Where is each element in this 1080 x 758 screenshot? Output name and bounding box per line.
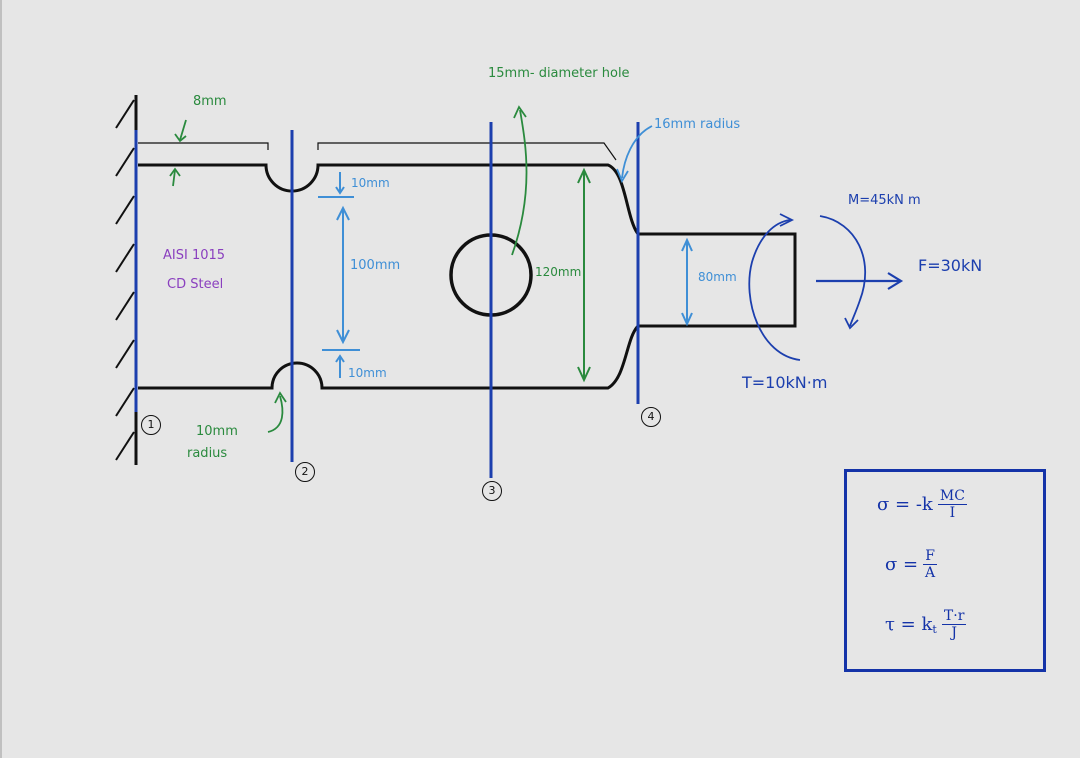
formula-axial: σ = F A bbox=[885, 548, 937, 581]
material-grade-label: CD Steel bbox=[167, 277, 224, 292]
section-marker-2: 2 bbox=[295, 462, 315, 482]
part-outline bbox=[138, 163, 797, 390]
torque-arrow bbox=[748, 219, 801, 361]
fillet-leader bbox=[267, 395, 284, 433]
width-dim-120 bbox=[577, 167, 591, 383]
thickness-arrows bbox=[169, 119, 187, 187]
hole-leader bbox=[511, 109, 528, 256]
width-120-label: 120mm bbox=[535, 265, 582, 279]
width-100-label: 100mm bbox=[350, 258, 401, 273]
section-marker-3: 3 bbox=[482, 481, 502, 501]
material-label: AISI 1015 bbox=[163, 248, 226, 263]
fillet-radius-value: 10mm bbox=[196, 424, 238, 439]
notch-depth-top-label: 10mm bbox=[351, 176, 390, 190]
shaft-width-dim-80 bbox=[681, 237, 693, 327]
notch-depth-dim-bottom bbox=[322, 349, 360, 378]
hole-label: 15mm- diameter hole bbox=[488, 66, 630, 81]
fillet-radius-word: radius bbox=[187, 446, 228, 461]
radius16-leader bbox=[621, 125, 653, 179]
thickness-edge bbox=[138, 142, 617, 161]
fixed-wall bbox=[115, 95, 138, 465]
force-label: F=30kN bbox=[918, 256, 983, 275]
radius16-label: 16mm radius bbox=[654, 117, 741, 132]
width-dim-100 bbox=[336, 205, 350, 345]
moment-arrow bbox=[819, 215, 867, 327]
thickness-label: 8mm bbox=[193, 94, 227, 109]
section-marker-4: 4 bbox=[641, 407, 661, 427]
formula-box: σ = -k MC I σ = F A τ = kt T·r J bbox=[844, 469, 1046, 672]
notch-depth-bottom-label: 10mm bbox=[348, 366, 387, 380]
formula-torsion: τ = kt T·r J bbox=[885, 608, 967, 641]
width-80-label: 80mm bbox=[698, 270, 737, 284]
torque-label: T=10kN·m bbox=[742, 373, 828, 392]
notch-depth-dim-top bbox=[318, 172, 354, 198]
moment-label: M=45kN m bbox=[848, 193, 921, 208]
section-marker-1: 1 bbox=[141, 415, 161, 435]
formula-bending: σ = -k MC I bbox=[877, 488, 967, 521]
